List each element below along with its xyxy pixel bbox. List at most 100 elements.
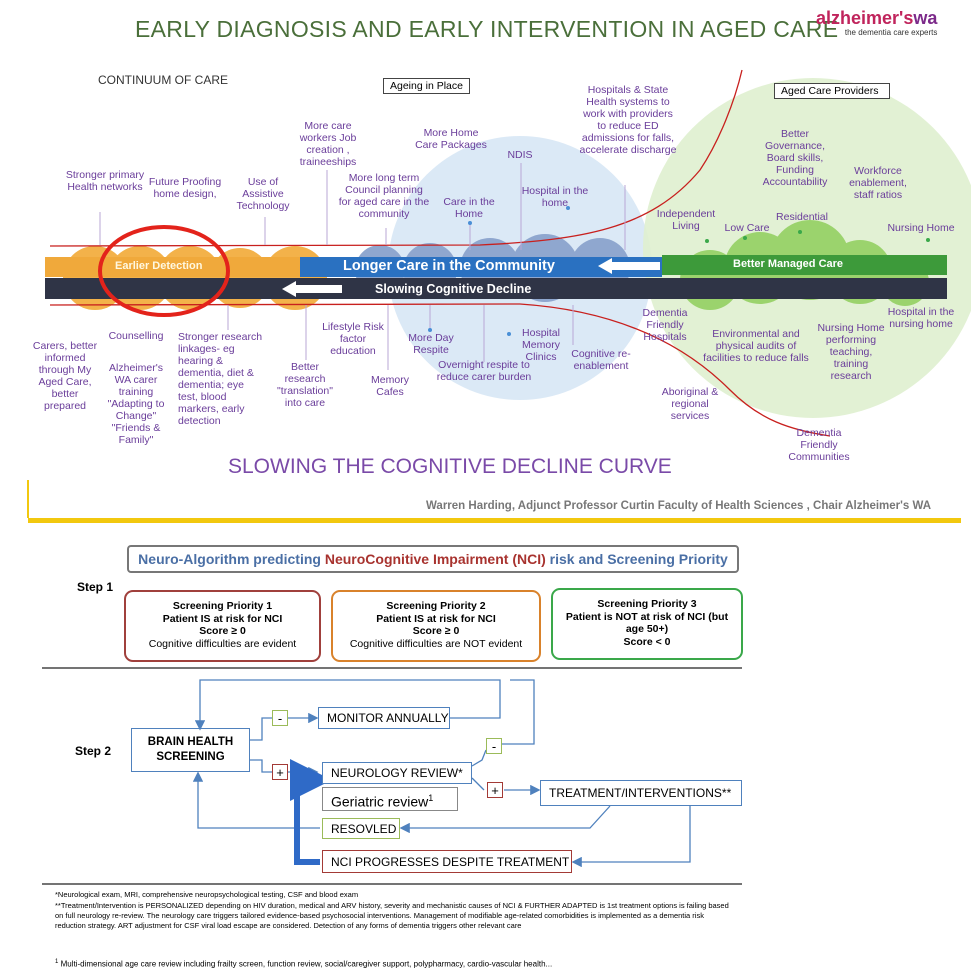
label-alz-training: Alzheimer's WA carer training "Adapting … [107, 362, 165, 446]
earlier-detection-text: Earlier Detection [115, 260, 203, 272]
logo-tagline: the dementia care experts [844, 28, 938, 37]
credit-line: Warren Harding, Adjunct Professor Curtin… [426, 500, 932, 512]
label-lifestyle: Lifestyle Risk factor education [322, 321, 384, 357]
neurology-box: NEUROLOGY REVIEW* [322, 762, 472, 784]
brain-health-text: BRAIN HEALTH SCREENING [147, 736, 234, 763]
label-environmental: Environmental and physical audits of fac… [703, 328, 809, 364]
label-care-workers: More care workers Job creation , trainee… [299, 120, 357, 168]
label-workforce: Workforce enablement, staff ratios [849, 165, 907, 201]
priority-1-note: Cognitive difficulties are evident [148, 637, 297, 650]
label-hospital-home: Hospital in the home [521, 185, 589, 209]
label-future-proofing: Future Proofing home design, [148, 176, 222, 200]
longer-care-bar [300, 257, 662, 277]
decline-curve-lower [49, 303, 831, 437]
priority-2-risk: Patient IS at risk for NCI [376, 612, 496, 625]
treatment-text: TREATMENT/INTERVENTIONS** [549, 786, 732, 800]
nci-progresses-box: NCI PROGRESSES DESPITE TREATMENT [322, 850, 572, 873]
footnote-2: **Treatment/Intervention is PERSONALIZED… [55, 901, 729, 930]
ageing-in-place-label: Ageing in Place [383, 78, 470, 94]
priority-3-box: Screening Priority 3 Patient is NOT at r… [551, 588, 743, 660]
arrow-left-icon [282, 281, 342, 297]
nci-progresses-text: NCI PROGRESSES DESPITE TREATMENT [331, 854, 570, 869]
label-carers: Carers, better informed through My Aged … [32, 340, 98, 412]
logo-wa: wa [913, 8, 938, 28]
resolved-text: RESOVLED [331, 821, 397, 836]
label-research: Stronger research linkages- eg hearing &… [178, 331, 263, 427]
plus-sign-2: + [487, 782, 503, 798]
label-hospital-nursing: Hospital in the nursing home [887, 306, 955, 330]
footnote-3-text: Multi-dimensional age care review includ… [58, 959, 553, 969]
footnote-1: *Neurological exam, MRI, comprehensive n… [55, 890, 359, 899]
curve-title: SLOWING THE COGNITIVE DECLINE CURVE [228, 455, 672, 478]
geriatric-sup: 1 [428, 793, 434, 803]
earlier-detection-bar [45, 257, 300, 277]
slowing-bar [45, 278, 947, 299]
label-day-respite: More Day Respite [408, 332, 454, 356]
label-better-gov: Better Governance, Board skills, Funding… [762, 128, 828, 188]
label-low-care: Low Care [724, 222, 770, 234]
label-stronger-primary: Stronger primary Health networks [65, 169, 145, 193]
continuum-label: CONTINUUM OF CARE [98, 73, 228, 87]
slowing-text: Slowing Cognitive Decline [375, 282, 532, 296]
priority-2-score: Score ≥ 0 [412, 625, 460, 637]
title-part-a: Neuro-Algorithm predicting [138, 551, 325, 567]
continuum-graphic [27, 69, 971, 523]
monitor-box: MONITOR ANNUALLY [318, 707, 450, 729]
page-title: EARLY DIAGNOSIS AND EARLY INTERVENTION I… [135, 16, 839, 42]
priority-2-box: Screening Priority 2 Patient IS at risk … [331, 590, 541, 662]
plus-sign-1: + [272, 764, 288, 780]
aged-care-providers-label: Aged Care Providers [774, 83, 890, 99]
priority-1-title: Screening Priority 1 [172, 600, 273, 612]
label-counselling: Counselling [108, 330, 164, 342]
geriatric-text: Geriatric review [331, 793, 429, 810]
priority-1-box: Screening Priority 1 Patient IS at risk … [124, 590, 321, 662]
label-home-packages: More Home Care Packages [415, 127, 487, 151]
label-memory-cafes: Memory Cafes [371, 374, 409, 398]
label-friendly-communities: Dementia Friendly Communities [788, 427, 850, 463]
longer-care-text: Longer Care in the Community [343, 258, 555, 274]
footnote-3: 1 Multi-dimensional age care review incl… [55, 957, 735, 970]
label-nursing-teaching: Nursing Home performing teaching, traini… [817, 322, 885, 382]
minus-sign-2: - [486, 738, 502, 754]
geriatric-box: Geriatric review1 [322, 787, 458, 811]
title-part-b: NeuroCognitive Impairment (NCI) [324, 551, 546, 567]
priority-3-score: Score < 0 [623, 635, 671, 648]
decline-curve-upper [49, 69, 743, 247]
label-overnight: Overnight respite to reduce carer burden [436, 359, 532, 383]
label-better-research: Better research "translation" into care [277, 361, 333, 409]
label-aboriginal: Aboriginal & regional services [661, 386, 719, 422]
label-memory-clinics: Hospital Memory Clinics [522, 327, 560, 363]
pointer-lines [99, 163, 626, 370]
brain-health-box: BRAIN HEALTH SCREENING [131, 728, 250, 772]
label-care-in-home: Care in the Home [443, 196, 495, 220]
highlight-ellipse [98, 225, 230, 317]
treatment-box: TREATMENT/INTERVENTIONS** [540, 780, 742, 806]
label-council: More long term Council planning for aged… [338, 172, 430, 220]
minus-sign-1: - [272, 710, 288, 726]
footer-strip [28, 518, 961, 523]
priority-1-risk: Patient IS at risk for NCI [162, 612, 283, 625]
footnote-3-sup: 1 [55, 959, 59, 965]
flowchart-lines [42, 667, 742, 885]
better-managed-bar [662, 255, 947, 275]
monitor-text: MONITOR ANNUALLY [327, 711, 449, 725]
step1-label: Step 1 [77, 580, 114, 594]
logo-main: alzheimer's [816, 8, 914, 28]
step2-label: Step 2 [75, 744, 112, 758]
resolved-box: RESOVLED [322, 818, 400, 839]
algorithm-title: Neuro-Algorithm predicting NeuroCognitiv… [127, 545, 739, 573]
label-reenablement: Cognitive re-enablement [571, 348, 631, 372]
label-hospitals-state: Hospitals & State Health systems to work… [579, 84, 677, 156]
marker-dots [428, 206, 570, 336]
priority-3-title: Screening Priority 3 [597, 598, 697, 610]
label-ndis: NDIS [507, 149, 533, 161]
priority-2-note: Cognitive difficulties are NOT evident [349, 637, 523, 650]
label-friendly-hospitals: Dementia Friendly Hospitals [642, 307, 688, 343]
arrow-left-icon [598, 258, 660, 274]
priority-3-risk: Patient is NOT at risk of NCI (but age 5… [565, 610, 729, 636]
title-part-c: risk and Screening Priority [545, 551, 728, 567]
neurology-text: NEUROLOGY REVIEW* [331, 766, 463, 780]
priority-1-score: Score ≥ 0 [199, 625, 246, 637]
logo: alzheimer'swa the dementia care experts [816, 8, 937, 37]
priority-2-title: Screening Priority 2 [386, 600, 486, 612]
